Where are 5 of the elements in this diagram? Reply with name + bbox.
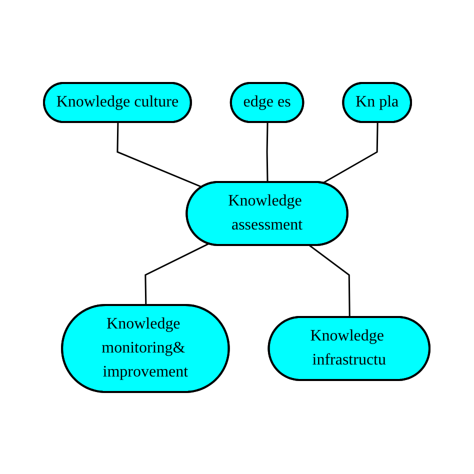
- connector: [116, 122, 203, 188]
- connector: [144, 242, 210, 305]
- connector: [309, 244, 351, 317]
- connector: [322, 122, 379, 184]
- connector: [266, 122, 269, 182]
